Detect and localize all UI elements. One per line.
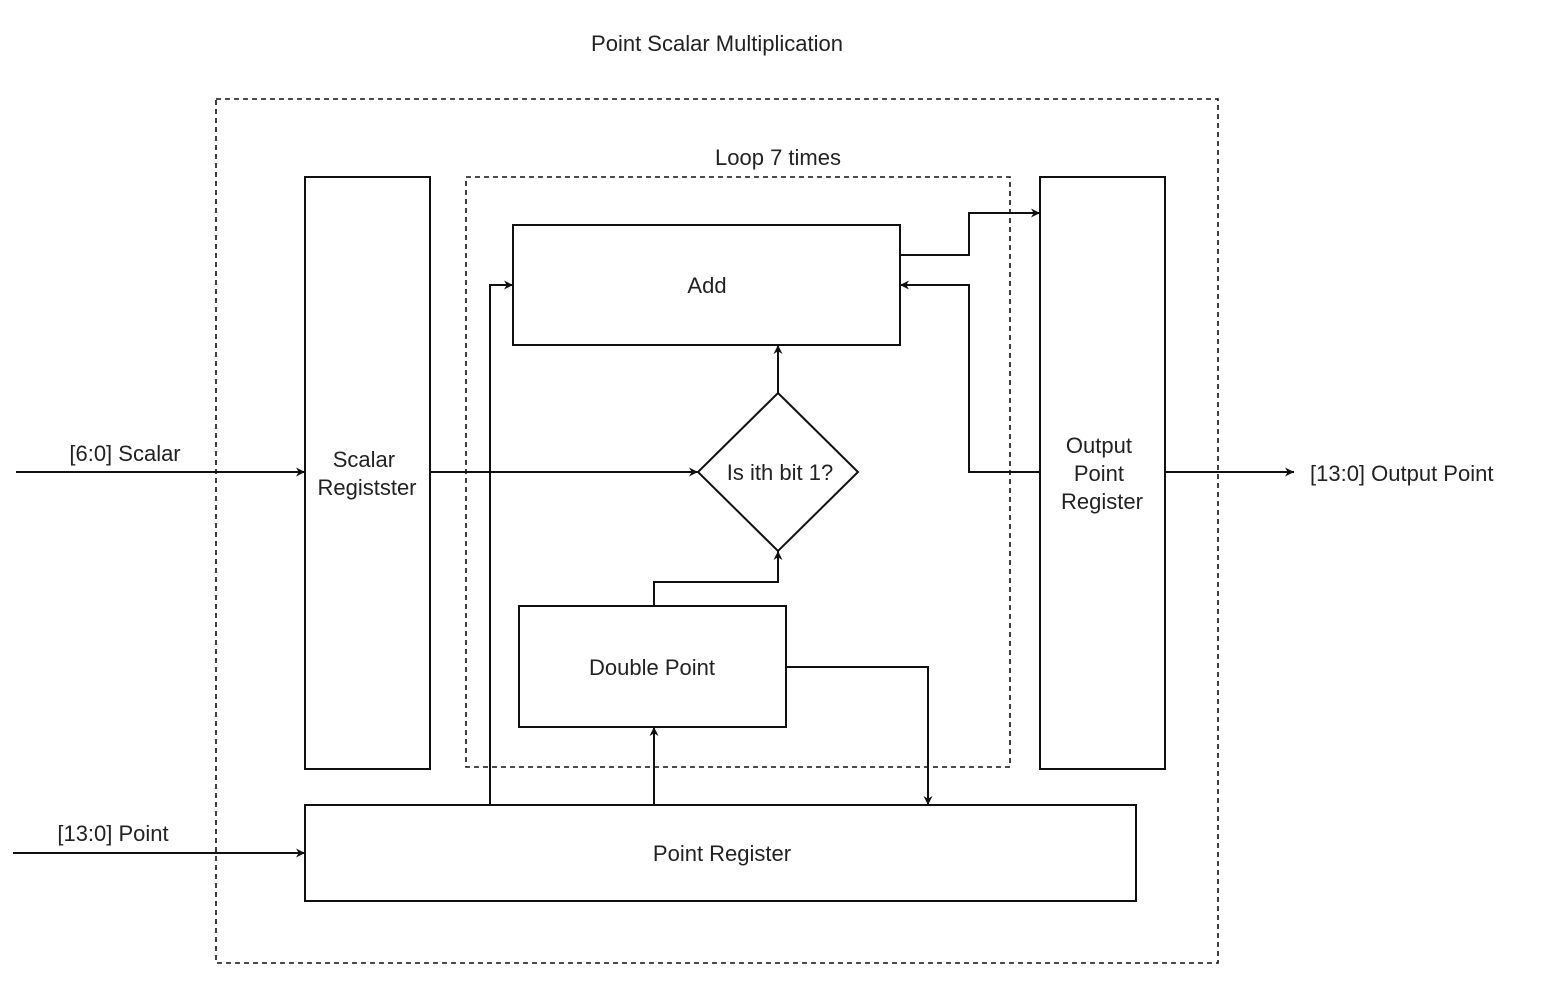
output-register-label-line-2: Point: [1074, 461, 1124, 486]
scalar-register-label: Scalar Registster: [317, 447, 416, 500]
decision-label: Is ith bit 1?: [727, 460, 833, 485]
point-register-block: [304, 804, 1137, 902]
double-point-block: [518, 605, 787, 728]
scalar-register-label-line-1: Scalar: [333, 447, 395, 472]
outer-module-boundary: [215, 98, 1219, 964]
scalar-register-block: [304, 176, 431, 770]
point-register-to-add-arrow: [489, 280, 513, 805]
add-label: Add: [687, 273, 726, 298]
scalar-input-label: [6:0] Scalar: [69, 441, 180, 466]
point-register-label: Point Register: [653, 841, 791, 866]
diagram-title: Point Scalar Multiplication: [591, 31, 843, 56]
output-register-label-line-3: Register: [1061, 489, 1143, 514]
output-register-label-line-1: Output: [1066, 433, 1132, 458]
output-point-register-label: Output Point Register: [1061, 433, 1143, 514]
double-to-point-register-arrow: [786, 666, 933, 805]
double-to-decision-arrow: [653, 551, 783, 606]
scalar-register-label-line-2: Registster: [317, 475, 416, 500]
point-input-label: [13:0] Point: [57, 821, 168, 846]
loop-label: Loop 7 times: [715, 145, 841, 170]
add-to-output-register-arrow: [900, 208, 1040, 256]
double-point-label: Double Point: [589, 655, 715, 680]
output-register-to-add-arrow: [900, 280, 1040, 473]
output-point-label: [13:0] Output Point: [1310, 461, 1493, 486]
